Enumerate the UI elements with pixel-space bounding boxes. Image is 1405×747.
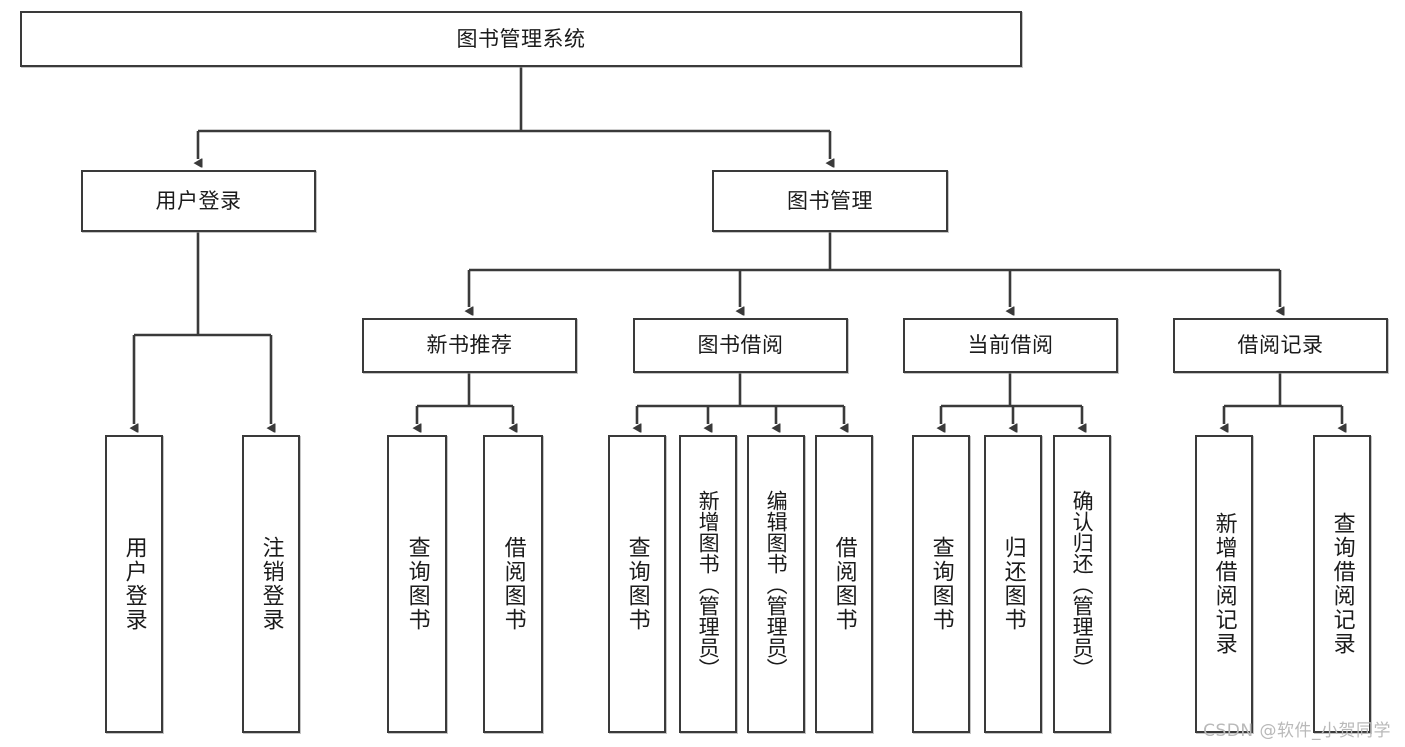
node-leaf-add-record: 新增借阅记录 <box>1195 435 1253 733</box>
node-leaf-query-book-1: 查询图书 <box>387 435 447 733</box>
node-leaf-edit-book: 编辑图书（管理员） <box>747 435 805 733</box>
node-book-borrow: 图书借阅 <box>633 318 848 373</box>
node-label: 注销登录 <box>258 536 284 632</box>
node-label: 查询图书 <box>928 536 954 632</box>
node-new-book-rec: 新书推荐 <box>362 318 577 373</box>
node-label: 借阅记录 <box>1237 333 1324 358</box>
watermark-label: CSDN @软件_小贺同学 <box>1203 721 1391 741</box>
node-label: 用户登录 <box>121 536 147 632</box>
node-label: 图书借阅 <box>697 333 784 358</box>
node-leaf-return-book: 归还图书 <box>984 435 1042 733</box>
node-leaf-confirm-return: 确认归还（管理员） <box>1053 435 1111 733</box>
node-label: 归还图书 <box>1000 536 1026 632</box>
node-current-borrow: 当前借阅 <box>903 318 1118 373</box>
node-label: 编辑图书（管理员） <box>764 489 789 679</box>
node-book-manage: 图书管理 <box>712 170 948 232</box>
node-label: 确认归还（管理员） <box>1070 489 1095 679</box>
node-label: 新书推荐 <box>426 333 513 358</box>
node-leaf-borrow-book-2: 借阅图书 <box>815 435 873 733</box>
node-root: 图书管理系统 <box>20 11 1022 67</box>
node-label: 图书管理系统 <box>456 26 586 51</box>
node-user-login: 用户登录 <box>81 170 316 232</box>
node-leaf-query-record: 查询借阅记录 <box>1313 435 1371 733</box>
node-label: 图书管理 <box>787 188 873 213</box>
node-label: 借阅图书 <box>831 536 857 632</box>
node-leaf-user-login: 用户登录 <box>105 435 163 733</box>
node-leaf-query-book-3: 查询图书 <box>912 435 970 733</box>
node-leaf-logout: 注销登录 <box>242 435 300 733</box>
node-borrow-record: 借阅记录 <box>1173 318 1388 373</box>
node-leaf-borrow-book-1: 借阅图书 <box>483 435 543 733</box>
node-label: 查询借阅记录 <box>1329 512 1355 656</box>
node-label: 借阅图书 <box>500 536 526 632</box>
node-label: 查询图书 <box>624 536 650 632</box>
node-label: 当前借阅 <box>967 333 1054 358</box>
node-label: 新增图书（管理员） <box>696 489 721 679</box>
node-leaf-query-book-2: 查询图书 <box>608 435 666 733</box>
node-label: 用户登录 <box>155 188 242 213</box>
node-label: 查询图书 <box>404 536 430 632</box>
node-label: 新增借阅记录 <box>1211 512 1237 656</box>
node-leaf-add-book: 新增图书（管理员） <box>679 435 737 733</box>
